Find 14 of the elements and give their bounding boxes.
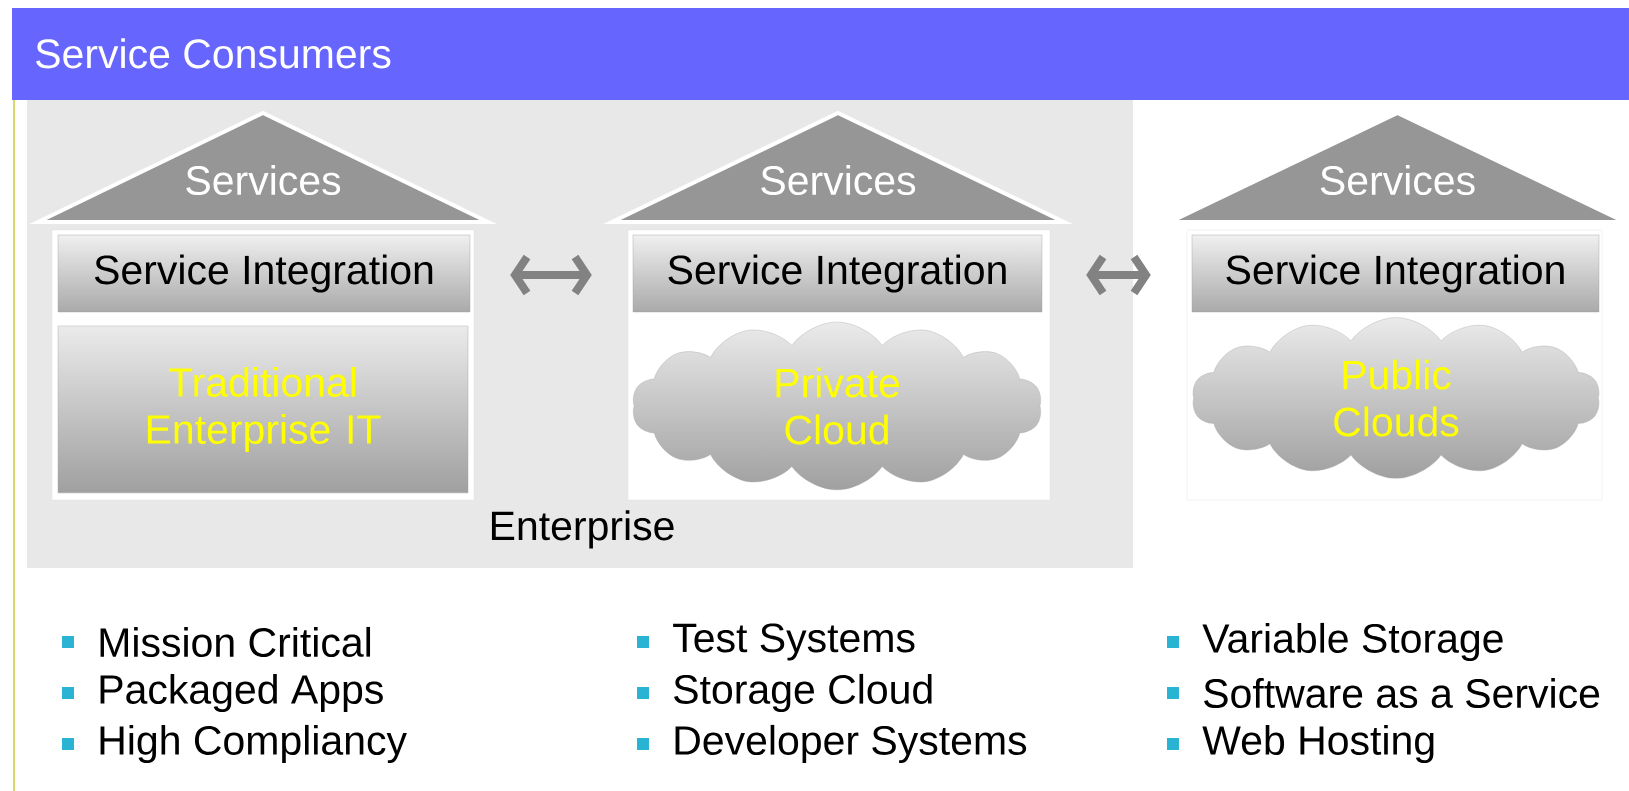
bullet-item: Mission Critical [100, 626, 371, 658]
bullet-item: Software as a Service [1204, 677, 1600, 709]
bullet-item: Developer Systems [675, 724, 1027, 764]
integration-box: Service Integration [57, 234, 471, 313]
bullet-item: Test Systems [673, 623, 915, 661]
integration-box: Service Integration [1191, 234, 1600, 313]
integration-box: Service Integration [632, 234, 1043, 313]
bullet-item: Storage Cloud [674, 673, 932, 713]
header-band: Service Consumers [12, 8, 1629, 100]
bullet-item: High Compliancy [100, 724, 407, 764]
bullet-item: Web Hosting [1202, 724, 1434, 764]
bullet-item: Packaged Apps [100, 673, 383, 713]
system-box: Traditional Enterprise IT [57, 325, 469, 494]
bullet-item: Variable Storage [1202, 622, 1503, 662]
